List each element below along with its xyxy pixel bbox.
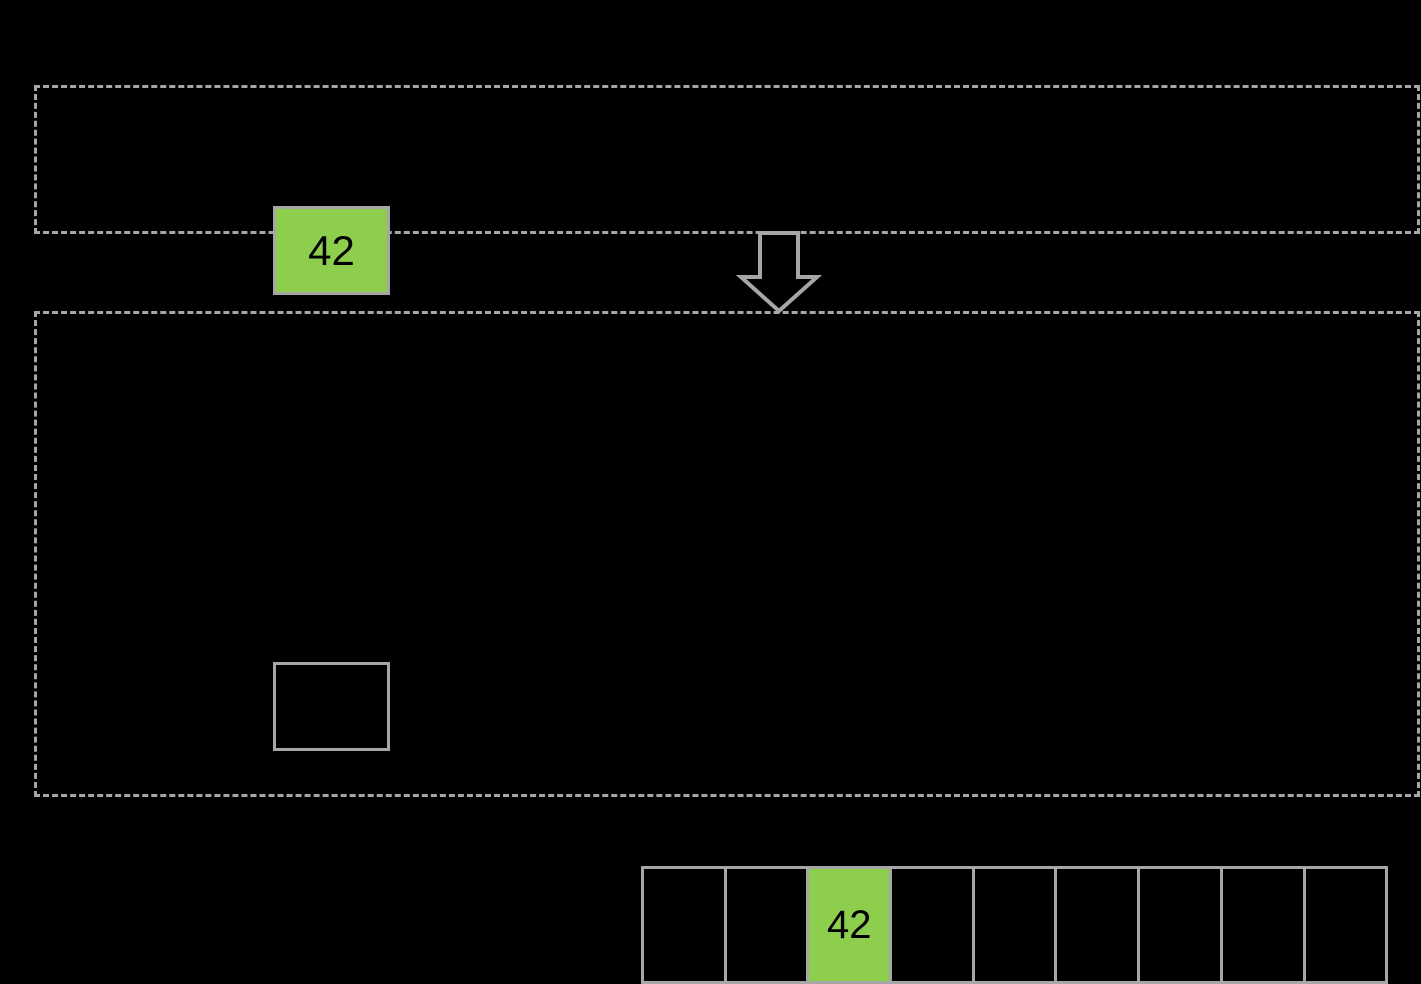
source-panel: 42 — [34, 85, 1420, 295]
array-cell-3[interactable] — [889, 866, 975, 984]
array-cell-0[interactable] — [641, 866, 727, 984]
target-panel: 42 — [34, 311, 1420, 984]
array-cell-8[interactable] — [1302, 866, 1389, 984]
source-value-box[interactable]: 42 — [273, 206, 390, 295]
array-strip: 42 — [641, 866, 1389, 984]
array-cell-1[interactable] — [723, 866, 810, 984]
array-cell-7[interactable] — [1219, 866, 1306, 984]
flow-down-arrow-icon — [735, 231, 823, 314]
array-cell-2[interactable]: 42 — [806, 866, 893, 984]
target-slot-box[interactable] — [273, 662, 390, 751]
array-cell-4[interactable] — [971, 866, 1058, 984]
array-cell-6[interactable] — [1137, 866, 1223, 984]
visualization-stage: 42 42 — [34, 85, 1420, 984]
array-cell-5[interactable] — [1054, 866, 1141, 984]
